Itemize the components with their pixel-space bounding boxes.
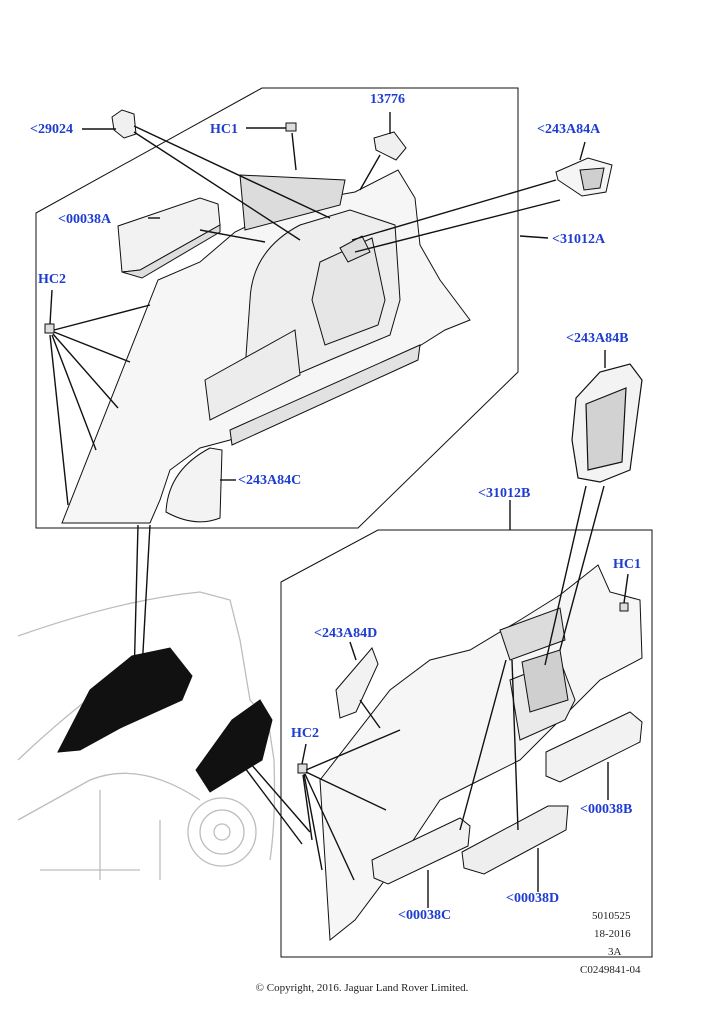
drawing-date: 18-2016 [594,928,631,940]
copyright-notice: © Copyright, 2016. Jaguar Land Rover Lim… [255,982,469,994]
storage-box-00038D [461,805,569,875]
label-13776: 13776 [370,92,405,107]
label-243A84B: <243A84B [566,331,629,346]
label-243A84D: <243A84D [314,626,378,641]
storage-box-00038C [371,817,471,885]
label-00038B: <00038B [580,802,633,817]
upper-panel-frame [35,87,519,529]
vent-grille-243A84A [555,157,613,197]
drawing-revision: 3A [608,946,622,958]
vehicle-outline [17,591,276,880]
label-00038A: <00038A [58,212,112,227]
vehicle-trim-highlight [57,647,273,793]
label-hc1-bottom: HC1 [613,557,641,572]
clip-hc2-top [44,323,55,334]
label-hc1-top: HC1 [210,122,238,137]
label-243A84A: <243A84A [537,122,601,137]
lower-panel-frame [280,529,653,958]
label-00038C: <00038C [398,908,452,923]
label-hc2-top: HC2 [38,272,66,287]
label-243A84C: <243A84C [238,473,302,488]
grille-in-panel-b [521,649,569,713]
trim-cover-243A84C [165,447,223,523]
grille-243A84B [571,363,643,483]
label-hc2-bottom: HC2 [291,726,319,741]
label-31012A: <31012A [552,232,606,247]
clip-hc1-bottom [619,602,629,612]
label-00038D: <00038D [506,891,560,906]
grille-vent-a [339,235,371,263]
bracket-29024 [111,109,137,139]
lower-leader-lines [301,350,629,908]
drawing-number: 5010525 [592,910,631,922]
upper-leader-lines [49,112,586,506]
vehicle-connector-lines [133,524,311,845]
drawing-code: C0249841-04 [580,964,641,976]
storage-box-00038B [545,711,643,783]
clip-hc2-bottom [297,763,308,774]
storage-box-00038A [117,197,221,279]
grille-243A84D [335,647,379,719]
label-29024: <29024 [30,122,73,137]
clip-hc1-top [285,122,297,132]
label-31012B: <31012B [478,486,531,501]
